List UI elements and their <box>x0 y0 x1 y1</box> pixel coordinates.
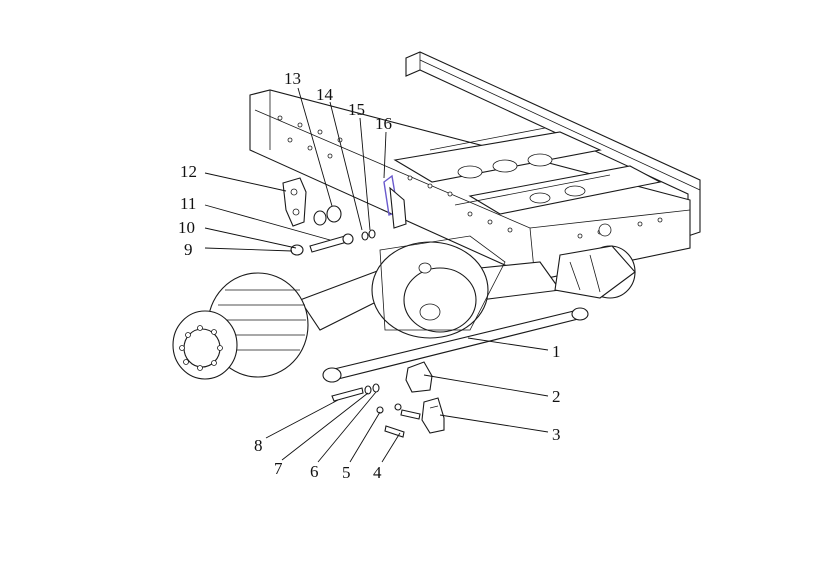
callout-12: 12 <box>180 162 197 181</box>
callout-4: 4 <box>373 463 382 482</box>
rail-rivet-holes <box>277 115 663 239</box>
upper-parts <box>282 174 407 256</box>
callout-1: 1 <box>552 342 561 361</box>
callout-8: 8 <box>254 436 263 455</box>
callout-13: 13 <box>284 69 301 88</box>
chassis-frame <box>249 51 701 281</box>
callout-2: 2 <box>552 387 561 406</box>
callout-labels: 1 2 3 4 5 6 7 8 9 10 11 12 13 14 15 16 <box>178 69 561 482</box>
wheel-stud-holes <box>179 325 223 371</box>
callout-5: 5 <box>342 463 351 482</box>
callout-16: 16 <box>375 114 392 133</box>
callout-9: 9 <box>184 240 193 259</box>
drive-axle <box>299 235 636 339</box>
torque-rod <box>322 307 589 383</box>
leader-lines <box>204 87 549 463</box>
callout-3: 3 <box>552 425 561 444</box>
callout-11: 11 <box>180 194 196 213</box>
callout-7: 7 <box>274 459 283 478</box>
wheel-hub <box>172 272 309 380</box>
callout-15: 15 <box>348 100 365 119</box>
callout-14: 14 <box>316 85 334 104</box>
callout-10: 10 <box>178 218 195 237</box>
callout-6: 6 <box>310 462 319 481</box>
